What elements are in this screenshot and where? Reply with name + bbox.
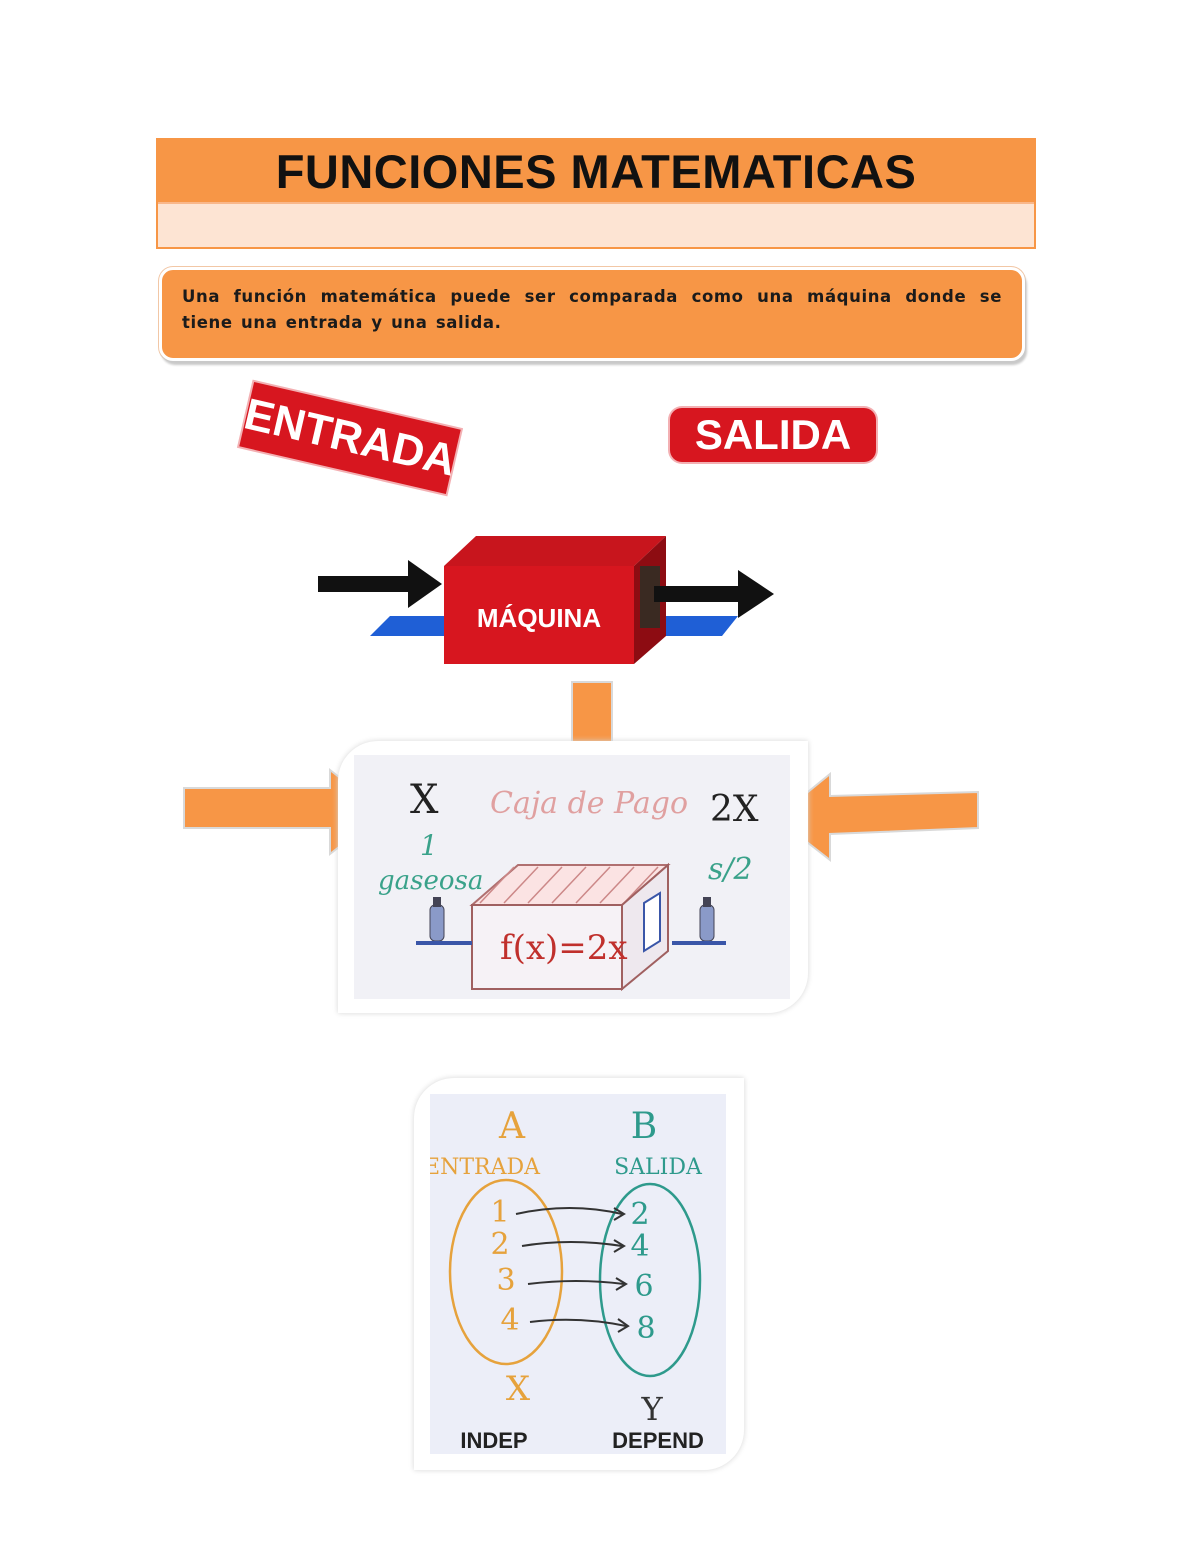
set-a-name: A bbox=[498, 1106, 526, 1147]
set-a-element: 3 bbox=[496, 1263, 515, 1298]
set-a-element: 1 bbox=[490, 1195, 509, 1230]
mapping-arrows bbox=[515, 1207, 630, 1333]
caption-caja-de-pago: Caja de Pago bbox=[490, 786, 688, 821]
set-a-var: X bbox=[506, 1369, 531, 1409]
machine-illustration: MÁQUINA bbox=[318, 536, 774, 664]
set-b-elements: 2 4 6 8 bbox=[630, 1197, 655, 1346]
set-b-element: 8 bbox=[636, 1311, 655, 1346]
input-item: gaseosa bbox=[378, 866, 483, 896]
machine-opening bbox=[640, 566, 660, 628]
output-value: s/2 bbox=[708, 852, 753, 887]
set-b-var: Y bbox=[640, 1390, 663, 1428]
salida-label: SALIDA bbox=[670, 408, 876, 462]
set-b-element: 6 bbox=[634, 1269, 653, 1304]
sets-mapping-photo: A B ENTRADA SALIDA 1 2 3 4 2 4 6 8 X Y I… bbox=[414, 1078, 744, 1470]
definition-text: Una función matemática puede ser compara… bbox=[182, 287, 1002, 332]
machine-top bbox=[444, 536, 666, 566]
formula: f(x)=2x bbox=[500, 928, 628, 968]
payment-box-photo: X Caja de Pago 2X 1 gaseosa s/2 f(x)=2x bbox=[338, 741, 808, 1013]
machine-front bbox=[444, 566, 634, 664]
input-bottle-icon bbox=[416, 897, 472, 945]
output-var: 2X bbox=[710, 789, 759, 830]
input-qty: 1 bbox=[420, 829, 438, 862]
set-a-element: 4 bbox=[500, 1303, 519, 1338]
page-title: FUNCIONES MATEMATICAS bbox=[275, 144, 917, 198]
entrada-label: ENTRADA bbox=[239, 382, 461, 494]
set-a-element: 2 bbox=[490, 1227, 509, 1262]
output-bottle-icon bbox=[672, 897, 726, 945]
output-arrow-icon bbox=[654, 570, 774, 618]
input-arrow-icon bbox=[318, 560, 442, 608]
input-var: X bbox=[410, 777, 439, 823]
conveyor-left bbox=[370, 616, 444, 636]
set-a-ellipse bbox=[448, 1178, 564, 1366]
title-block: FUNCIONES MATEMATICAS bbox=[156, 138, 1036, 249]
sets-mapping-drawing: A B ENTRADA SALIDA 1 2 3 4 2 4 6 8 X Y I… bbox=[430, 1094, 726, 1454]
set-b-label: SALIDA bbox=[614, 1155, 703, 1180]
box-sketch bbox=[469, 862, 671, 992]
set-b-name: B bbox=[631, 1106, 657, 1147]
set-b-ellipse bbox=[598, 1182, 702, 1378]
machine-label: MÁQUINA bbox=[477, 603, 601, 633]
set-b-type: DEPEND bbox=[612, 1428, 704, 1453]
definition-box: Una función matemática puede ser compara… bbox=[159, 267, 1025, 361]
set-b-element: 4 bbox=[630, 1229, 649, 1264]
title-bar: FUNCIONES MATEMATICAS bbox=[158, 140, 1034, 204]
set-a-label: ENTRADA bbox=[430, 1155, 541, 1180]
set-a-type: INDEP bbox=[460, 1428, 527, 1453]
set-b-element: 2 bbox=[630, 1197, 649, 1232]
payment-box-drawing: X Caja de Pago 2X 1 gaseosa s/2 f(x)=2x bbox=[354, 755, 790, 999]
set-a-elements: 1 2 3 4 bbox=[490, 1195, 519, 1338]
